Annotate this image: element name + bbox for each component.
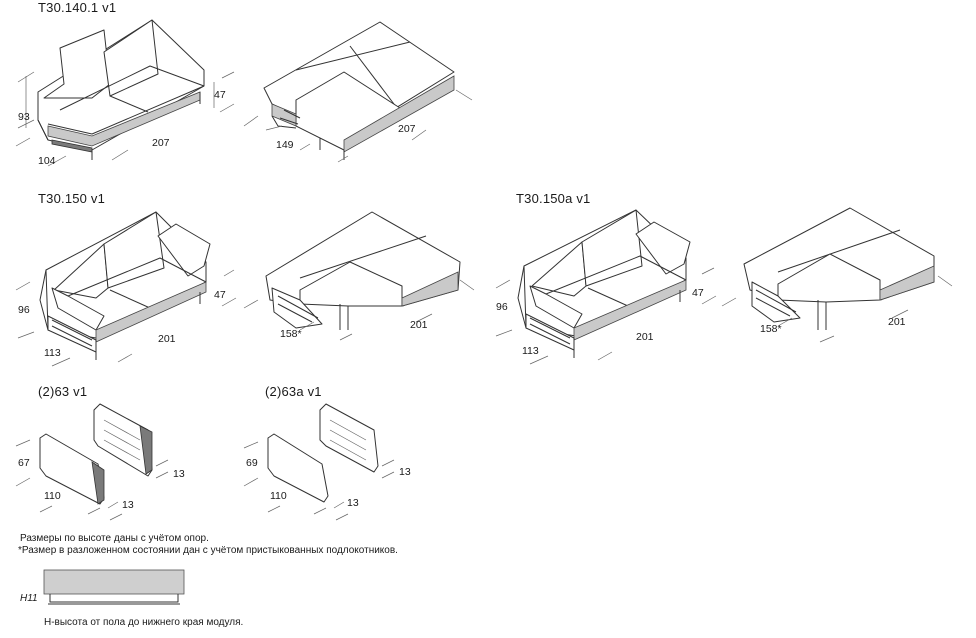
- sofa-t30-140-drawing: [15, 19, 259, 167]
- bed-t30-150a-drawing: [743, 207, 953, 343]
- dim-p63a-height: 69: [246, 457, 258, 469]
- dim-sofa3-height: 96: [496, 301, 508, 313]
- dim-sofa3-seat: 47: [692, 287, 704, 299]
- title-t30-140: T30.140.1 v1: [38, 0, 117, 15]
- dim-bed1-width: 207: [398, 123, 416, 135]
- sofa-t30-150a-drawing: [495, 209, 737, 365]
- dim-p63a-thick-back: 13: [399, 466, 411, 478]
- note-unfolded-size: *Размер в разложенном состоянии дан с уч…: [18, 545, 398, 556]
- title-t30-150: T30.150 v1: [38, 191, 106, 206]
- dim-p63-height: 67: [18, 457, 30, 469]
- dim-sofa1-depth: 104: [38, 155, 56, 167]
- h11-label: H11: [20, 593, 38, 604]
- dim-p63-thick-back: 13: [173, 468, 185, 480]
- title-p63: (2)63 v1: [38, 384, 88, 399]
- dim-p63-width: 110: [44, 490, 61, 502]
- dim-sofa1-height: 93: [18, 111, 30, 123]
- dim-bed1-depth: 149: [276, 139, 294, 151]
- note-h-definition: Н-высота от пола до нижнего края модуля.: [44, 617, 244, 628]
- dim-sofa2-seat: 47: [214, 289, 226, 301]
- title-t30-150a: T30.150a v1: [516, 191, 591, 206]
- bed-t30-150-drawing: [265, 211, 475, 341]
- dim-sofa1-seat: 47: [214, 89, 226, 101]
- panel-p63a-drawing: [243, 403, 395, 521]
- dim-bed2-width: 201: [410, 319, 428, 331]
- dim-sofa3-depth: 113: [522, 345, 539, 357]
- dim-p63-thick-front: 13: [122, 499, 134, 511]
- h11-legend-drawing: [43, 569, 185, 605]
- dim-bed3-width: 201: [888, 316, 906, 328]
- dim-p63a-thick-front: 13: [347, 497, 359, 509]
- dim-sofa3-width: 201: [636, 331, 654, 343]
- dim-sofa2-width: 201: [158, 333, 176, 345]
- note-height-supports: Размеры по высоте даны с учётом опор.: [20, 533, 209, 544]
- bed-t30-140-drawing: [263, 21, 473, 163]
- dim-p63a-width: 110: [270, 490, 287, 502]
- sofa-t30-150-drawing: [15, 211, 259, 367]
- dim-bed2-depth: 158*: [280, 328, 302, 340]
- panel-p63-drawing: [15, 403, 169, 521]
- title-p63a: (2)63a v1: [265, 384, 322, 399]
- dim-sofa1-width: 207: [152, 137, 170, 149]
- dim-sofa2-depth: 113: [44, 347, 61, 359]
- dim-sofa2-height: 96: [18, 304, 30, 316]
- dim-bed3-depth: 158*: [760, 323, 782, 335]
